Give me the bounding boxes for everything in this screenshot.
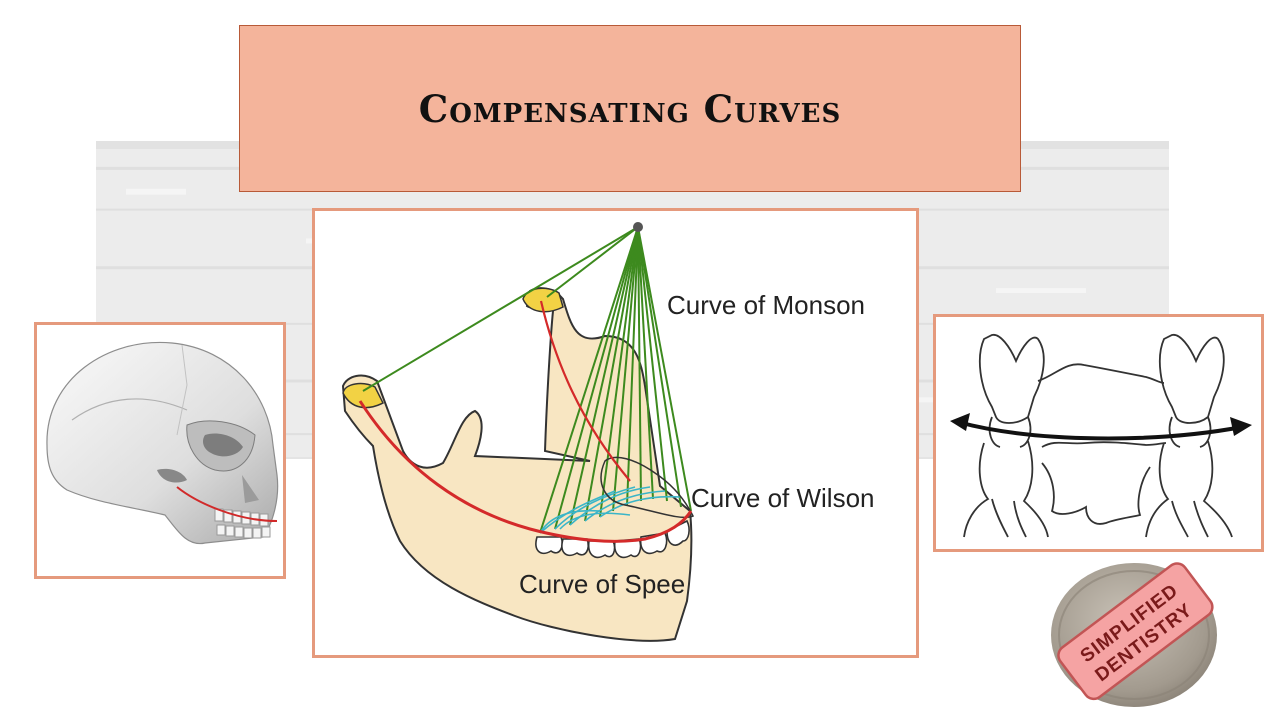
curve-of-monson-label: Curve of Monson [667, 290, 865, 320]
dental-arch-sketch [950, 334, 1252, 538]
compensating-curves-diagram: Curve of Monson Curve of Wilson Curve of… [312, 208, 919, 658]
skull-image-panel [34, 322, 286, 579]
arrow-right-icon [1230, 417, 1252, 436]
curve-of-wilson-lines [539, 486, 681, 534]
arrow-left-icon [950, 413, 970, 431]
curve-of-spee-line [358, 400, 693, 543]
curve-of-spee-label: Curve of Spee [519, 569, 685, 599]
title-banner: Compensating Curves [239, 25, 1021, 192]
skull-illustration [46, 341, 279, 545]
curve-of-wilson-label: Curve of Wilson [691, 483, 875, 513]
curve-of-wilson-arrow-line [957, 420, 1243, 441]
page-title: Compensating Curves [418, 86, 842, 131]
monson-center-point [633, 222, 643, 232]
arch-cross-section-panel [933, 314, 1264, 552]
simplified-dentistry-logo: SIMPLIFIED DENTISTRY [1048, 560, 1218, 708]
